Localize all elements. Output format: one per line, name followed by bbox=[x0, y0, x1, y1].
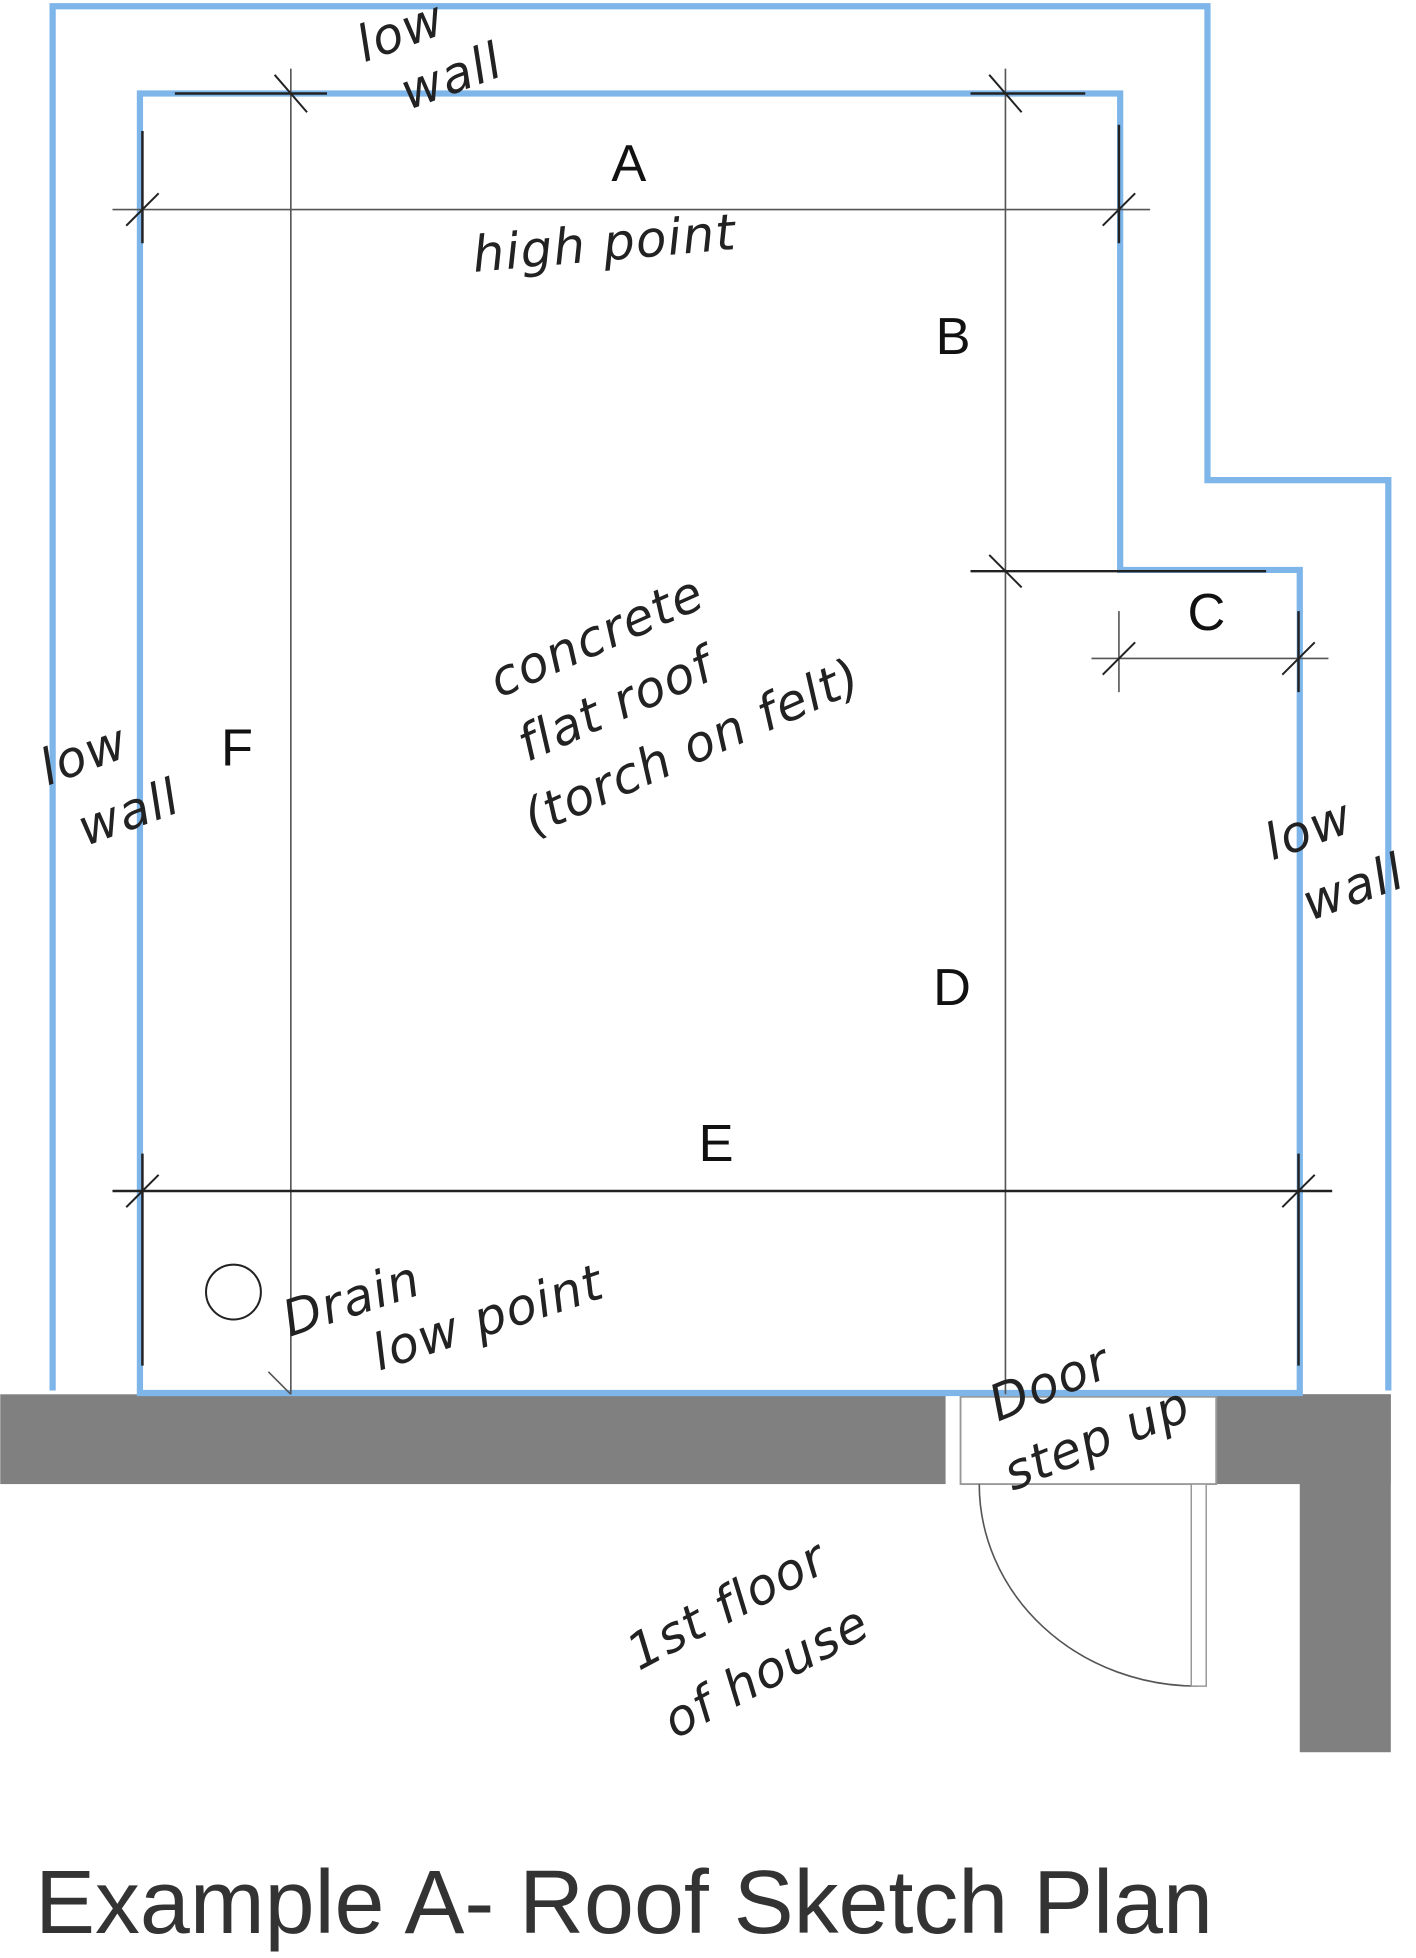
dimension-label-b: B bbox=[936, 308, 971, 366]
plan-title: Example A- Roof Sketch Plan bbox=[35, 1853, 1213, 1953]
dimension-ticks bbox=[125, 74, 1316, 1208]
door-swing-arc bbox=[978, 1484, 1198, 1687]
drain-icon bbox=[205, 1263, 262, 1321]
outer-low-wall-outline bbox=[49, 3, 1392, 1391]
dimension-label-f: F bbox=[221, 720, 253, 778]
house-wall bbox=[0, 1394, 1391, 1753]
note-high-point: high point bbox=[470, 203, 739, 284]
door-step bbox=[959, 1395, 1218, 1687]
door-leaf bbox=[1190, 1483, 1207, 1687]
dimension-label-d: D bbox=[933, 959, 971, 1017]
dimension-label-c: C bbox=[1188, 584, 1226, 642]
dimension-lines bbox=[112, 68, 1333, 1395]
note-low-wall-top: low wall bbox=[349, 0, 511, 121]
note-house: 1st floor of house bbox=[617, 1527, 879, 1750]
dimension-label-e: E bbox=[699, 1115, 734, 1173]
dimension-label-a: A bbox=[611, 135, 646, 193]
note-roof-type: concrete flat roof (torch on felt) bbox=[480, 563, 869, 847]
note-drain: Drain low point bbox=[275, 1250, 611, 1383]
